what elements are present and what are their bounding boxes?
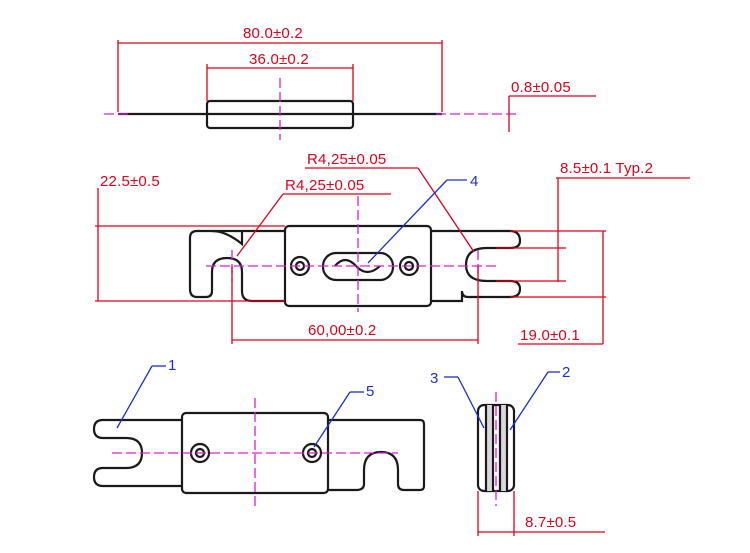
callout-4-leader xyxy=(367,179,448,264)
side-blade-right xyxy=(500,405,507,491)
dim-60-label: 60,00±0.2 xyxy=(308,322,376,339)
dim-225-label: 22.5±0.5 xyxy=(100,173,160,190)
left-slot-edge xyxy=(211,229,244,247)
callout-5-label: 5 xyxy=(366,383,374,400)
side-blade-left xyxy=(486,405,493,491)
callout-1-label: 1 xyxy=(168,357,176,374)
callout-2-leader xyxy=(509,371,549,431)
callout-1-leader xyxy=(116,365,153,429)
dim-80-label: 80.0±0.2 xyxy=(243,25,303,42)
dim-r-upper-pointer xyxy=(417,167,475,253)
bottom-view: 1 5 xyxy=(92,357,426,510)
dim-85-label: 8.5±0.1 Typ.2 xyxy=(560,160,653,177)
callout-3-leader xyxy=(457,376,485,429)
dim-r-lower-label: R4,25±0.05 xyxy=(285,177,364,194)
bottom-blade-outline xyxy=(92,418,426,492)
dim-08-label: 0.8±0.05 xyxy=(511,79,571,96)
middle-view: 22.5±0.5 R4,25±0.05 R4,25±0.05 8.5±0.1 T… xyxy=(95,151,690,345)
callout-2-label: 2 xyxy=(562,364,570,381)
callout-3-label: 3 xyxy=(430,370,438,387)
dim-36-label: 36.0±0.2 xyxy=(249,51,309,68)
callout-4-label: 4 xyxy=(470,173,478,190)
dim-19-label: 19.0±0.1 xyxy=(520,327,580,344)
side-view: 8.7±0.5 3 2 xyxy=(430,364,605,536)
callout-5-leader xyxy=(313,391,351,448)
middle-blade-outline xyxy=(188,229,522,303)
top-view: 80.0±0.2 36.0±0.2 0.8±0.05 xyxy=(104,25,596,140)
dim-r-lower-pointer xyxy=(236,193,284,257)
dim-87-label: 8.7±0.5 xyxy=(525,514,576,531)
dim-r-upper-label: R4,25±0.05 xyxy=(307,151,386,168)
